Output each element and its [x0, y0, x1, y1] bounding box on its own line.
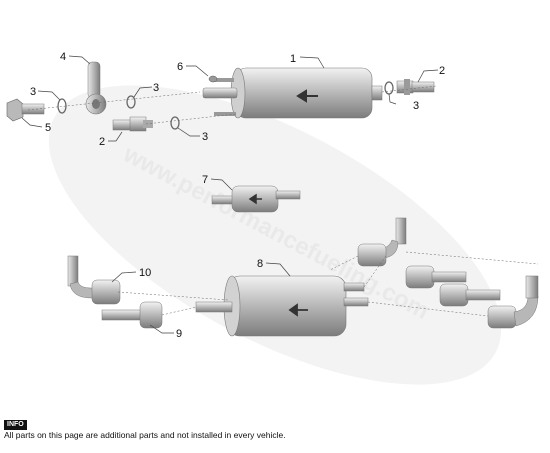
leader-lines [21, 55, 439, 334]
alignment-lines [27, 85, 539, 317]
flow-arrow-icon [296, 89, 318, 103]
banjo-fitting-part [85, 61, 107, 115]
callout-labels: 1 2 3 3 3 3 2 4 5 6 7 8 9 10 [30, 51, 445, 340]
o-ring-parts [57, 81, 394, 130]
callout-1: 1 [290, 53, 296, 65]
callout-2-right: 2 [439, 65, 445, 77]
callout-10: 10 [139, 267, 151, 279]
inline-filter-part [211, 185, 301, 213]
callout-9: 9 [176, 328, 182, 340]
callout-6: 6 [177, 61, 183, 73]
callout-4: 4 [60, 51, 66, 63]
banjo-bolt-part [6, 98, 45, 122]
clip-part [208, 75, 218, 83]
info-note: All parts on this page are additional pa… [4, 430, 286, 440]
callout-5: 5 [45, 122, 51, 134]
callout-7: 7 [202, 174, 208, 186]
callout-3-upper-mid: 3 [153, 82, 159, 94]
fuel-pump-part [202, 67, 383, 119]
callout-2-left: 2 [99, 136, 105, 148]
callout-3-fitting-right: 3 [413, 100, 419, 112]
straight-fitting-part-9 [101, 301, 163, 329]
callout-3-upper-left: 3 [30, 86, 36, 98]
callout-8: 8 [257, 258, 263, 270]
elbow-fitting-part-10 [67, 255, 121, 305]
fitting-part-2-right [396, 79, 435, 95]
fuel-filter-part [195, 275, 369, 337]
right-fittings [357, 217, 539, 329]
info-badge: INFO [4, 420, 27, 430]
callout-3-lower-mid: 3 [202, 131, 208, 143]
